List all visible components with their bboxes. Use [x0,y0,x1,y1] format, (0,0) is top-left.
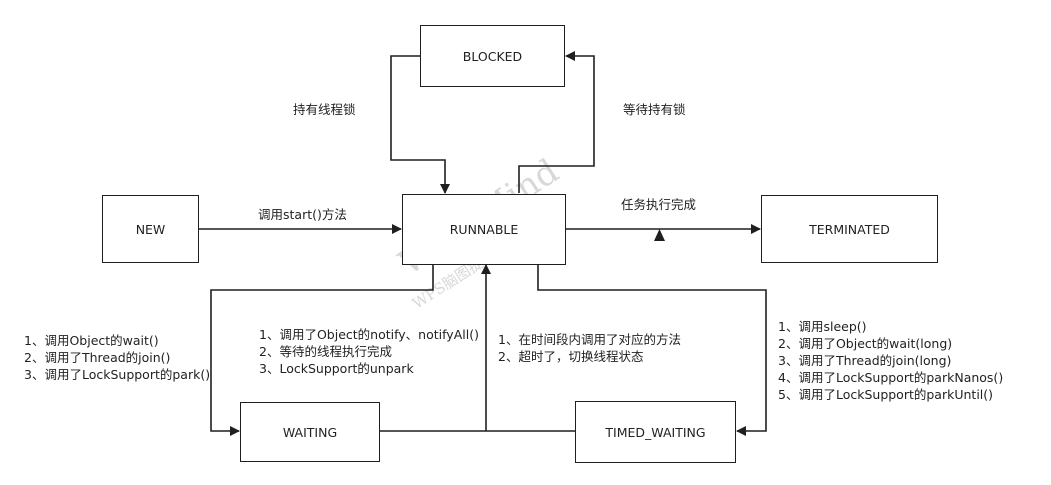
label-start: 调用start()方法 [258,207,347,222]
timed-cause-line: 5、调用了LockSupport的parkUntil() [778,387,994,402]
node-waiting: WAITING [240,402,380,462]
node-timed-waiting: TIMED_WAITING [575,401,736,463]
node-blocked: BLOCKED [420,25,565,87]
timed-exit-line: 1、在时间段内调用了对应的方法 [498,332,681,347]
timed-causes: 1、调用sleep() 2、调用了Object的wait(long) 3、调用了… [778,318,1003,403]
waiting-cause-line: 3、调用了LockSupport的park() [24,367,211,382]
node-new: NEW [102,195,199,263]
waiting-causes: 1、调用Object的wait() 2、调用了Thread的join() 3、调… [24,332,210,383]
timed-cause-line: 4、调用了LockSupport的parkNanos() [778,370,1004,385]
waiting-cause-line: 1、调用Object的wait() [24,333,159,348]
edge-runnable-to-blocked [518,51,595,193]
label-wait-lock: 等待持有锁 [623,102,686,117]
node-terminated: TERMINATED [761,195,938,263]
node-runnable: RUNNABLE [402,194,566,265]
timed-exit-line: 2、超时了，切换线程状态 [498,349,644,364]
waiting-exit-line: 2、等待的线程执行完成 [259,344,392,359]
waiting-exits: 1、调用了Object的notify、notifyAll() 2、等待的线程执行… [259,326,479,377]
small-triangle-marker [654,229,665,241]
timed-cause-line: 2、调用了Object的wait(long) [778,336,953,351]
timed-cause-line: 3、调用了Thread的join(long) [778,353,952,368]
waiting-exit-line: 1、调用了Object的notify、notifyAll() [259,327,479,342]
edge-blocked-to-runnable [390,55,450,194]
waiting-cause-line: 2、调用了Thread的join() [24,350,171,365]
label-finished: 任务执行完成 [621,197,697,212]
timed-exits: 1、在时间段内调用了对应的方法 2、超时了，切换线程状态 [498,331,681,365]
edge-runnable-to-waiting [210,264,434,436]
edge-runnable-to-timed [537,264,767,436]
label-hold-lock: 持有线程锁 [293,102,356,117]
timed-cause-line: 1、调用sleep() [778,319,867,334]
waiting-exit-line: 3、LockSupport的unpark [259,361,414,376]
